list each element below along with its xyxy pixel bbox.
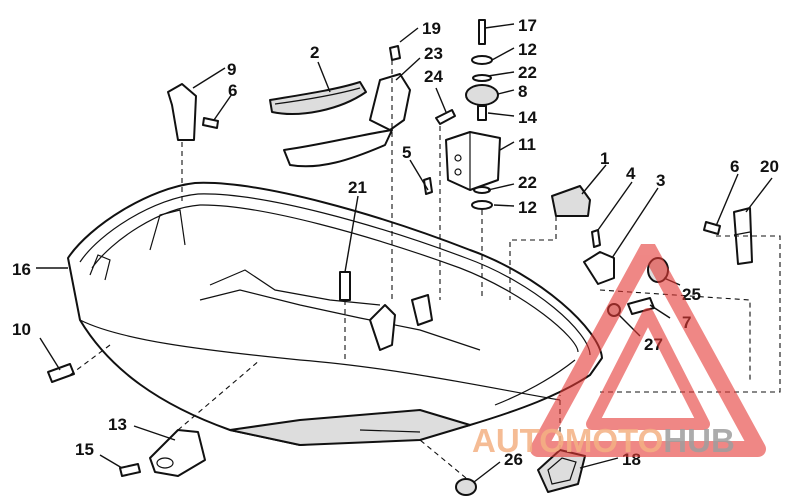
- svg-text:AUTOMOTOHUB: AUTOMOTOHUB: [472, 422, 735, 459]
- callout-11: 11: [518, 135, 536, 154]
- callout-1: 1: [600, 149, 609, 168]
- mount-bracket-part-11: [445, 19, 501, 210]
- callout-13: 13: [108, 415, 127, 434]
- hook-bracket-part-9: [167, 83, 219, 141]
- watermark-text-automoto: AUTOMOTO: [472, 422, 663, 459]
- callout-9: 9: [227, 60, 236, 79]
- callout-24: 24: [424, 67, 443, 86]
- callout-6b: 6: [730, 157, 739, 176]
- callout-20: 20: [760, 157, 779, 176]
- callout-5: 5: [402, 143, 411, 162]
- callout-8: 8: [518, 82, 527, 101]
- lower-bracket-part-13: [149, 429, 586, 496]
- callout-25: 25: [682, 285, 701, 304]
- callout-10: 10: [12, 320, 31, 339]
- callout-12a: 12: [518, 40, 537, 59]
- callout-3: 3: [656, 171, 665, 190]
- callout-17: 17: [518, 16, 537, 35]
- warning-triangle-icon: [530, 244, 766, 457]
- callout-26: 26: [504, 450, 523, 469]
- callout-22b: 22: [518, 173, 537, 192]
- fasteners: [47, 45, 721, 477]
- callout-14: 14: [518, 108, 537, 127]
- callout-2: 2: [310, 43, 319, 62]
- callout-4: 4: [626, 164, 636, 183]
- callout-15: 15: [75, 440, 94, 459]
- callout-22a: 22: [518, 63, 537, 82]
- callout-19: 19: [422, 19, 441, 38]
- latch-cover-part-1: [551, 185, 591, 217]
- callout-21: 21: [348, 178, 367, 197]
- callout-23: 23: [424, 44, 443, 63]
- lower-cover-body: [67, 181, 603, 446]
- watermark-text-hub: HUB: [663, 422, 735, 459]
- callout-6a: 6: [228, 81, 237, 100]
- rear-bracket-part-23: [283, 73, 411, 168]
- callout-16: 16: [12, 260, 31, 279]
- callout-12b: 12: [518, 198, 537, 217]
- automotohub-watermark-logo: AUTOMOTOHUB: [472, 244, 766, 459]
- rubber-seal-part-2: [269, 81, 367, 115]
